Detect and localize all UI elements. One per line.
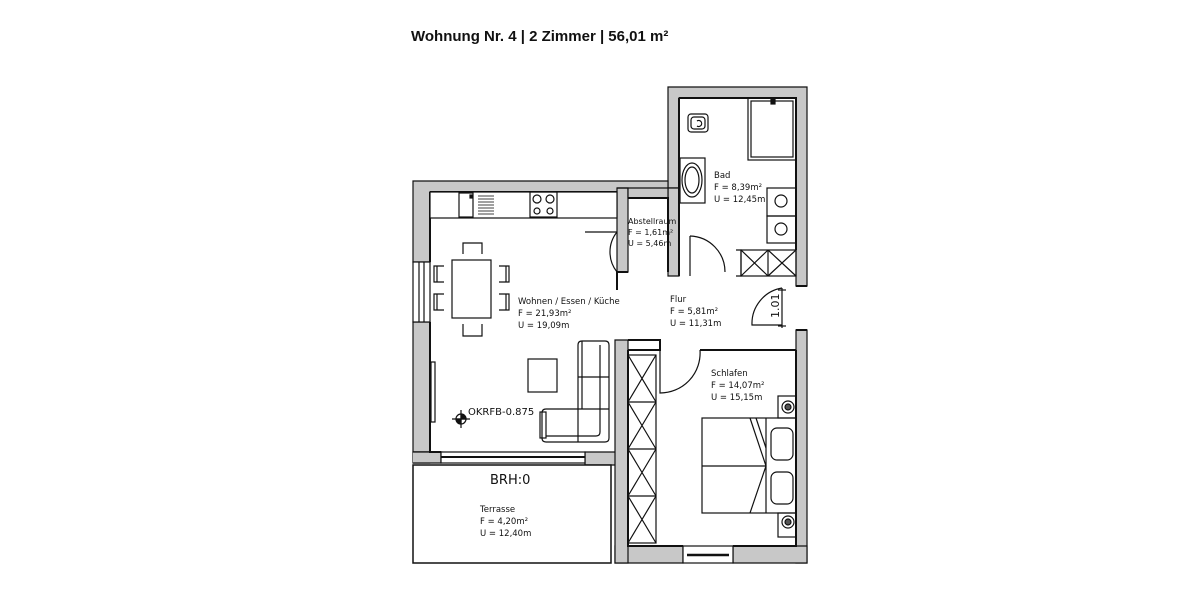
room-label-flur: Flur F = 5,81m² U = 11,31m <box>670 295 721 329</box>
room-area: F = 5,81m² <box>670 307 718 317</box>
room-perimeter: U = 5,46m <box>628 239 671 248</box>
tv-panel <box>430 361 436 423</box>
dining-table <box>433 242 510 337</box>
room-perimeter: U = 19,09m <box>518 321 569 331</box>
door-schlafen <box>659 349 701 394</box>
room-perimeter: U = 12,45m <box>714 195 765 205</box>
window-terrace <box>440 451 586 464</box>
level-marker-icon <box>452 410 470 428</box>
bathroom-fixtures <box>679 97 797 277</box>
room-area: F = 8,39m² <box>714 183 762 193</box>
room-label-bad: Bad F = 8,39m² U = 12,45m <box>714 171 765 205</box>
room-name: Schlafen <box>711 369 748 379</box>
room-area: F = 14,07m² <box>711 381 764 391</box>
room-perimeter: U = 11,31m <box>670 319 721 329</box>
room-area: F = 21,93m² <box>518 309 571 319</box>
room-name: Terrasse <box>479 505 515 515</box>
room-perimeter: U = 15,15m <box>711 393 762 403</box>
room-label-abstellraum: Abstellraum F = 1,61m² U = 5,46m <box>628 217 676 248</box>
entry-door <box>751 287 786 328</box>
room-perimeter: U = 12,40m <box>480 529 531 539</box>
window-bedroom <box>682 545 734 564</box>
door-bad <box>689 235 726 276</box>
level-marker-label: OKRFB-0.875 <box>468 407 534 418</box>
room-label-terrasse: Terrasse F = 4,20m² U = 12,40m <box>479 505 531 539</box>
parapet-height-label: BRH:0 <box>490 473 530 488</box>
room-name: Wohnen / Essen / Küche <box>518 297 620 307</box>
kitchen-counter <box>429 191 618 219</box>
double-bed <box>701 395 797 538</box>
door-abstellraum <box>585 231 618 273</box>
room-label-wohnen: Wohnen / Essen / Küche F = 21,93m² U = 1… <box>518 297 620 331</box>
room-name: Flur <box>670 295 687 305</box>
wardrobe <box>627 354 657 544</box>
terrace <box>412 464 612 564</box>
door-width-dimension: 1.01 <box>769 294 782 319</box>
room-name: Bad <box>714 171 730 181</box>
page-title: Wohnung Nr. 4 | 2 Zimmer | 56,01 m² <box>411 28 669 45</box>
room-name: Abstellraum <box>628 217 676 226</box>
window-left <box>412 261 431 323</box>
room-area: F = 1,61m² <box>628 228 673 237</box>
coffee-table <box>527 358 558 393</box>
room-area: F = 4,20m² <box>480 517 528 527</box>
room-label-schlafen: Schlafen F = 14,07m² U = 15,15m <box>711 369 764 403</box>
sofa <box>539 340 610 443</box>
